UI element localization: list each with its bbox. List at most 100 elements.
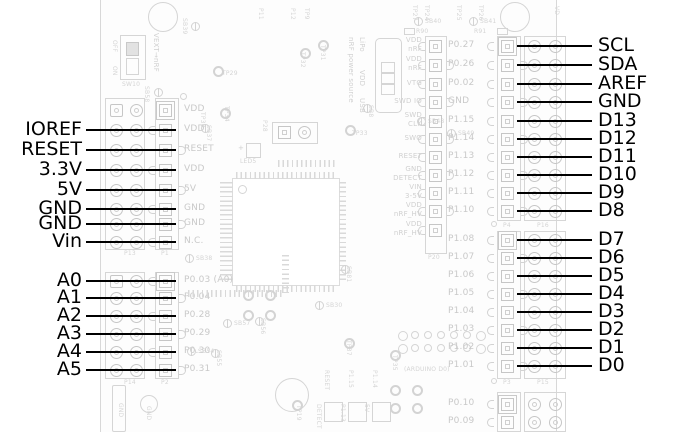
header-nub: [487, 326, 494, 335]
switch-off-label: OFF: [111, 40, 118, 53]
header-nub: [487, 42, 494, 51]
header-p14-ref: P14: [124, 379, 136, 386]
header-p16-outline: [524, 36, 566, 221]
silk-debug-label: nRF_HV: [393, 229, 422, 237]
pin-array-dot: [450, 344, 458, 352]
callout-label-d7: D7: [598, 228, 625, 250]
pin-array-dot: [437, 331, 445, 339]
pad-right-square: [501, 205, 514, 218]
test-point-pad: [220, 108, 231, 119]
pad-right-outer-bottom: [528, 398, 541, 411]
header-nub: [179, 294, 186, 303]
power-switch-lever: [126, 42, 139, 56]
solder-bridge-pad: [187, 347, 196, 356]
callout-label-aref: AREF: [598, 72, 648, 94]
chip-pins-left: [226, 182, 233, 282]
header-p2-outline: [155, 272, 179, 379]
callout-label-3-3v: 3.3V: [38, 158, 82, 180]
pad-debug-square: [429, 169, 442, 182]
silk-pin-name: GND: [184, 218, 206, 228]
pad-right-square: [501, 169, 514, 182]
pad-right-square: [501, 324, 514, 337]
test-point-pad: [390, 350, 401, 361]
switch-function-label: VEXT→nRF: [152, 33, 160, 72]
fiducial-p4: [491, 221, 497, 227]
pad-right-square: [501, 270, 514, 283]
silk-pin-name: VDD: [184, 124, 205, 134]
solder-bridge-label: SB41: [480, 18, 497, 25]
callout-label-ioref: IOREF: [25, 118, 82, 140]
pin-array-dot: [437, 344, 445, 352]
callout-line: [517, 64, 592, 67]
small-connector-p28: [272, 122, 318, 144]
debug-header-nub: [418, 171, 425, 180]
switch-ref-label: SW10: [122, 81, 141, 88]
header-nub: [487, 98, 494, 107]
button-reset[interactable]: [324, 402, 343, 422]
power-source-jumper-2: [381, 73, 395, 84]
pad-left-outer-top: [110, 104, 123, 117]
switch-on-label: ON: [111, 66, 118, 76]
header-nub: [487, 254, 494, 263]
pad-right-square: [501, 96, 514, 109]
callout-label-gnd: GND: [598, 90, 642, 112]
vertical-ref-12: P12: [289, 8, 296, 20]
callout-label-d6: D6: [598, 246, 625, 268]
silk-pin-name: P1.12: [448, 169, 475, 179]
silk-debug-label: VDD: [405, 36, 422, 44]
callout-line: [517, 239, 592, 242]
silk-debug-label: CLK: [408, 120, 422, 128]
gnd-arrow-label-2: GND: [145, 406, 152, 421]
header-nub: [487, 308, 494, 317]
pad-debug-square: [429, 78, 442, 91]
pad-debug-square: [429, 151, 442, 164]
button-p114[interactable]: [372, 402, 391, 422]
pad-debug-square: [429, 187, 442, 200]
silk-pin-name: P1.05: [448, 288, 475, 298]
solder-bridge-sb39: [191, 22, 200, 31]
pad-right-square: [498, 231, 517, 250]
callout-label-a5: A5: [56, 358, 82, 380]
pad-right-square: [501, 187, 514, 200]
callout-label-vin: Vin: [52, 230, 82, 252]
header-nub: [487, 272, 494, 281]
button-p115-label: P1.15: [347, 370, 354, 388]
silk-pin-name: N.C.: [184, 236, 204, 246]
silk-pin-name: P1.15: [448, 115, 475, 125]
header-p4-outline: [497, 36, 521, 221]
pad-right-inner-bottom: [549, 416, 562, 429]
test-point-pad: [390, 403, 401, 414]
silk-debug-label: SWD: [404, 111, 422, 119]
header-nub: [179, 366, 186, 375]
callout-line: [86, 223, 176, 226]
header-nub: [179, 330, 186, 339]
mounting-hole-top: [148, 2, 178, 32]
button-reset-label: RESET: [323, 370, 330, 391]
fiducial-p3: [491, 378, 497, 384]
solder-bridge-pad: [255, 317, 264, 326]
callout-label-5v: 5V: [56, 178, 82, 200]
button-detect-label: DETECT: [315, 404, 322, 429]
pin-array-dot: [424, 331, 432, 339]
aux-pin-bank-left: [220, 182, 227, 282]
header-p15-ref: P15: [537, 379, 549, 386]
callout-label-a0: A0: [56, 269, 82, 291]
silk-pin-name: 5V: [184, 184, 197, 194]
silk-debug-label: nRF_HV: [393, 210, 422, 218]
header-p4-ref: P4: [503, 222, 511, 229]
pin-array-dot: [398, 331, 408, 341]
pad-right-square: [501, 342, 514, 355]
test-point-pad: [390, 385, 401, 396]
solder-bridge-pad: [341, 265, 350, 274]
test-point-label: TP25: [455, 5, 462, 21]
header-p14-outline: [105, 272, 145, 379]
silk-debug-label: nRF: [408, 45, 422, 53]
mounting-hole-top-right: [500, 2, 530, 32]
button-p115[interactable]: [348, 402, 367, 422]
callout-line: [517, 192, 592, 195]
silk-debug-label: 3-5V: [404, 192, 422, 200]
debug-header-nub: [418, 226, 425, 235]
pad-debug-square: [429, 224, 442, 237]
callout-label-d0: D0: [598, 354, 625, 376]
callout-label-gnd: GND: [38, 212, 82, 234]
